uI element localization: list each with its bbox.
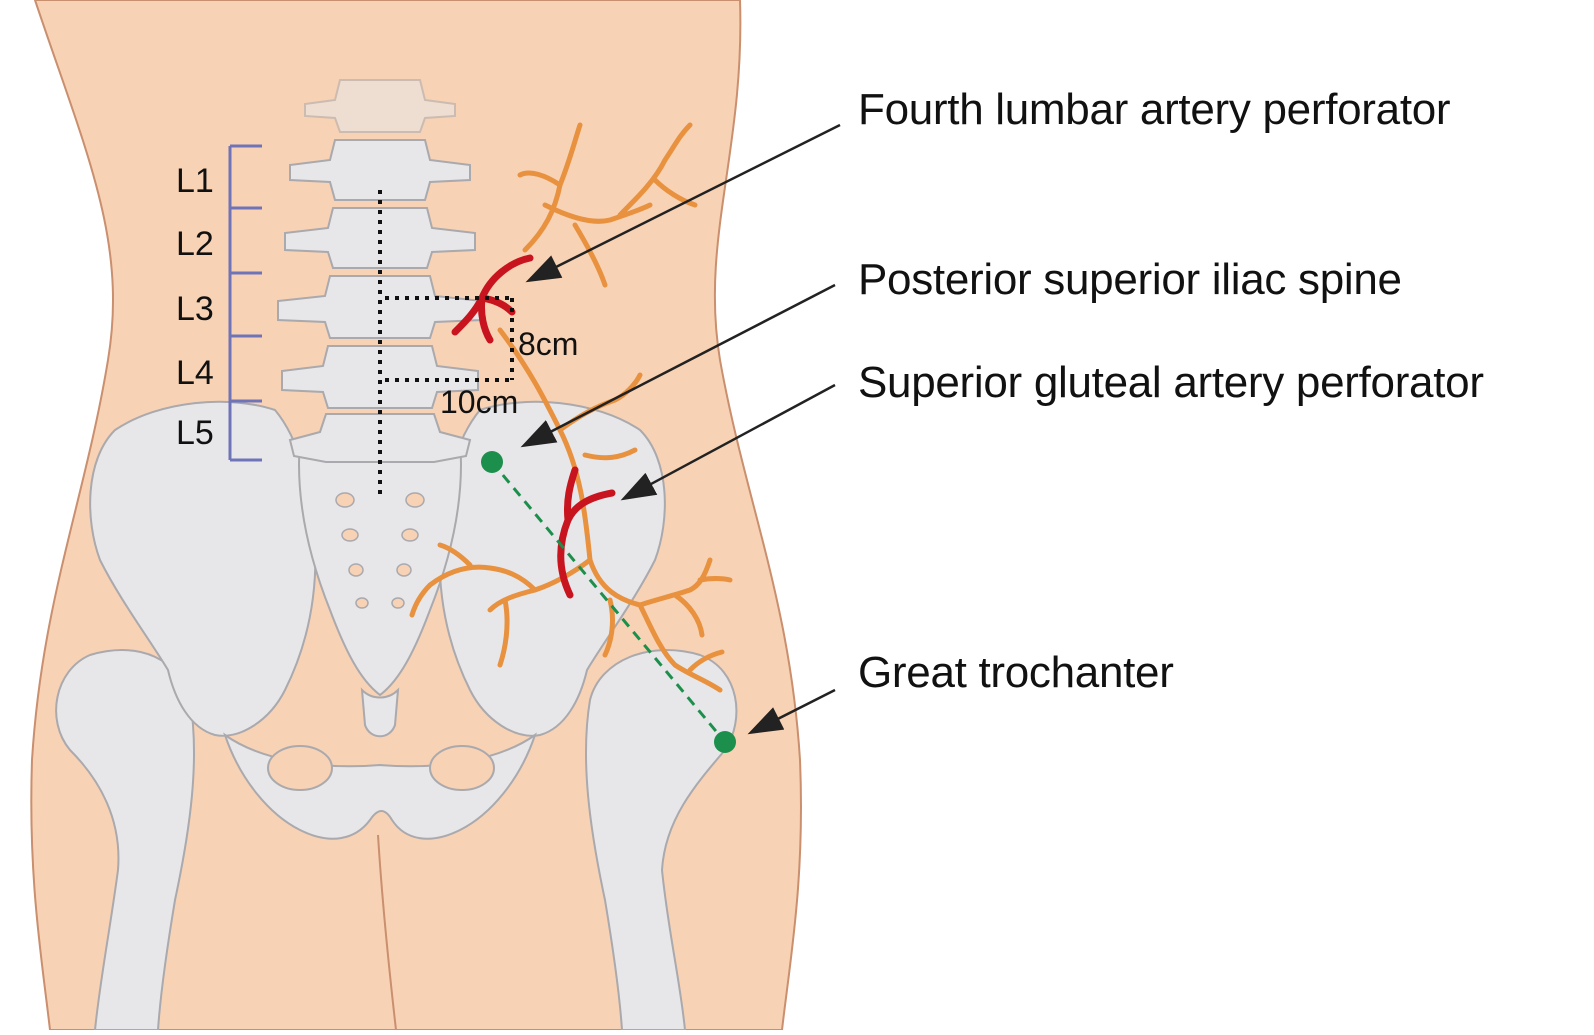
branch-vessels (409, 122, 733, 693)
vertebra-l1 (289, 139, 471, 201)
vertebra-label-l2: L2 (176, 225, 214, 263)
vertebra-label-l5: L5 (176, 414, 214, 452)
vertebra-label-l1: L1 (176, 162, 214, 200)
coccyx (360, 687, 400, 738)
vertebra-l4 (281, 345, 479, 409)
psis-marker (481, 451, 503, 473)
pelvis (89, 400, 666, 840)
vertebra-t12 (304, 79, 456, 133)
label-10cm: 10cm (440, 384, 518, 420)
arrow-superior-gluteal (620, 383, 836, 501)
vertebra-level-bracket (228, 144, 262, 462)
callout-great-trochanter: Great trochanter (858, 648, 1174, 697)
callout-fourth-lumbar-artery-perforator: Fourth lumbar artery perforator (858, 85, 1451, 134)
vertebra-l5 (288, 413, 472, 463)
callout-superior-gluteal-artery-perforator: Superior gluteal artery perforator (858, 358, 1484, 407)
callout-posterior-superior-iliac-spine: Posterior superior iliac spine (858, 255, 1402, 304)
callout-arrows (520, 123, 841, 735)
vertebra-label-l4: L4 (176, 354, 214, 392)
label-8cm: 8cm (518, 326, 578, 362)
ischial-ring (223, 732, 537, 840)
gluteal-cleft (377, 834, 397, 1031)
measurement-lines (378, 190, 514, 500)
arrow-fourth-lumbar (525, 123, 841, 283)
lumbar-spine (277, 79, 483, 463)
left-iliac-wing (89, 400, 317, 737)
vertebra-label-l3: L3 (176, 290, 214, 328)
vertebra-l2 (284, 207, 476, 269)
great-trochanter-marker (714, 731, 736, 753)
arrow-great-trochanter (747, 688, 836, 735)
psis-trochanter-line (490, 461, 727, 743)
superior-gluteal-perforator-branch (564, 466, 579, 524)
arrow-psis (520, 283, 836, 448)
